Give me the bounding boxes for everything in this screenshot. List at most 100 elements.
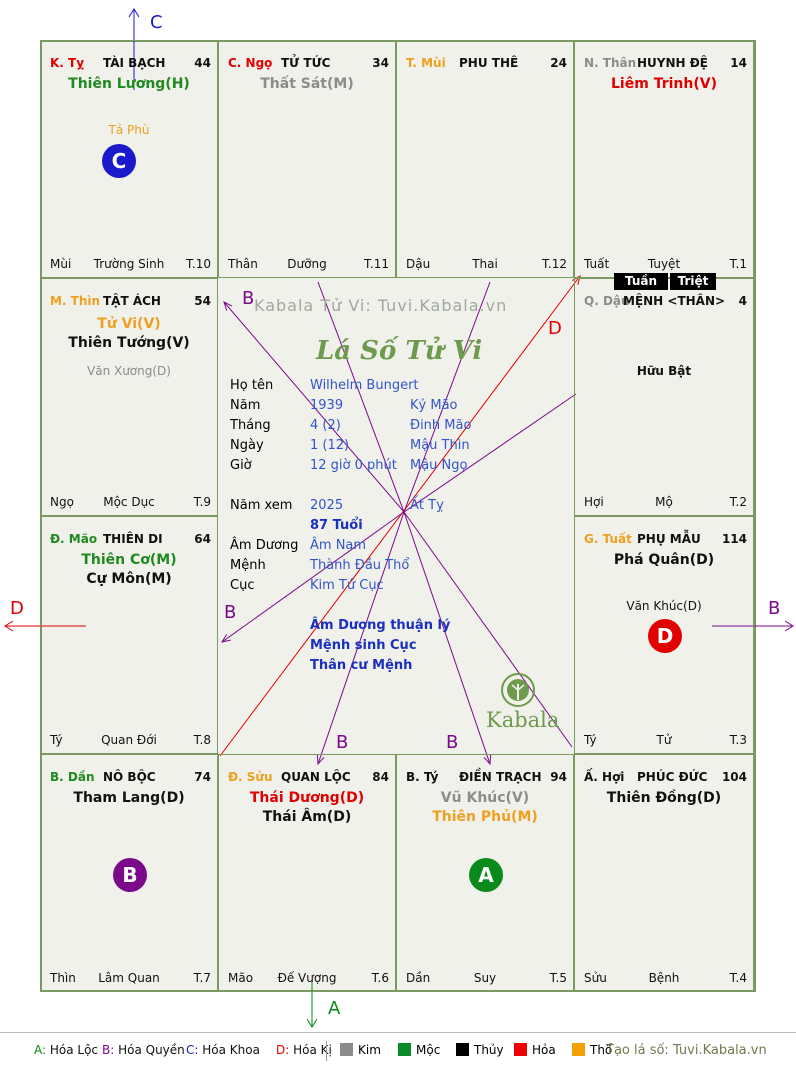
info-label: Ngày (230, 438, 264, 453)
palace-number: 4 (738, 294, 747, 308)
palace-name: ĐIỀN TRẠCH (459, 770, 542, 784)
palace-age: T.9 (193, 495, 211, 509)
legend-divider (326, 1041, 327, 1061)
palace-age: T.7 (193, 971, 211, 985)
legend-swatch (340, 1043, 353, 1056)
legend-swatch (398, 1043, 411, 1056)
palace-stem: N. Thân (584, 56, 637, 70)
info-label: Âm Dương (230, 538, 299, 553)
palace-name: PHU THÊ (459, 56, 519, 70)
arrow-label-b2: B (224, 602, 237, 623)
info-value: Âm Nam (310, 538, 367, 553)
palace-branch: Hợi (584, 495, 604, 509)
info-label: Cục (230, 578, 255, 593)
palace-state: Tử (656, 733, 672, 747)
relation-line (403, 511, 491, 765)
palace-number: 34 (372, 56, 389, 70)
info-label: Năm (230, 398, 261, 413)
palace-stem: G. Tuất (584, 532, 632, 546)
palace-number: 14 (730, 56, 747, 70)
palace-age: T.5 (549, 971, 567, 985)
minor-star: Văn Xương(D) (87, 364, 171, 378)
relation-arrowhead (223, 301, 233, 311)
legend-hoa-item: D: Hóa Kị (276, 1043, 332, 1057)
palace-number: 64 (194, 532, 211, 546)
legend-element-item: Thủy (456, 1043, 504, 1057)
info-value: 4 (2) (310, 418, 341, 433)
info-value: 12 giờ 0 phút (310, 458, 397, 473)
palace-branch: Dần (406, 971, 431, 985)
palace-branch: Tuất (584, 257, 610, 271)
palace-branch: Sửu (584, 971, 607, 985)
relation-arrowhead (220, 634, 231, 643)
info-value: 1939 (310, 398, 344, 413)
palace-stem: C. Ngọ (228, 56, 273, 70)
info-extra: Mậu Thìn (410, 438, 470, 453)
arrow-label-b4: B (446, 732, 459, 753)
palace-age: T.2 (729, 495, 747, 509)
palace-age: T.8 (193, 733, 211, 747)
palace-state: Suy (473, 971, 497, 985)
major-star: Thiên Tướng(V) (68, 335, 190, 351)
palace-name: TỬ TỨC (281, 56, 331, 70)
legend-element-text: Hỏa (532, 1043, 556, 1057)
arrow-label-top: C (150, 12, 163, 33)
legend-hoa-text: Hóa Lộc (49, 1043, 99, 1057)
major-star: Liêm Trinh(V) (611, 76, 717, 92)
palace-stem: Q. Dậu (584, 294, 630, 308)
info-value: 2025 (310, 498, 344, 513)
palace-branch: Ngọ (50, 495, 74, 509)
palace-age: T.3 (729, 733, 747, 747)
info-label: Mệnh (230, 558, 266, 573)
legend-swatch (572, 1043, 585, 1056)
center-note: Mệnh sinh Cục (310, 638, 417, 653)
tuan-tag: Tuần (614, 273, 668, 290)
palace-state: Trường Sinh (93, 257, 165, 271)
legend-hoa-text: Hóa Kị (293, 1043, 332, 1057)
major-star: Thiên Lương(H) (68, 76, 190, 92)
info-label: Họ tên (230, 378, 274, 393)
kabala-logo: Kabala (486, 672, 560, 736)
palace-stem: Ấ. Hợi (584, 770, 625, 784)
arrow-label-b3: B (336, 732, 349, 753)
minor-star: Văn Khúc(D) (626, 599, 702, 613)
info-extra: Kỷ Mão (410, 398, 458, 413)
palace-state: Quan Đới (101, 733, 157, 747)
hoa-badge-c: C (102, 144, 136, 178)
palace-branch: Mùi (50, 257, 72, 271)
hoa-badge-b: B (113, 858, 147, 892)
footer-credit: Tạo lá số: Tuvi.Kabala.vn (606, 1043, 767, 1058)
legend-hoa-text: Hóa Khoa (202, 1043, 260, 1057)
major-star: Phá Quân(D) (613, 552, 715, 568)
palace-name: NÔ BỘC (103, 770, 156, 784)
center-note: Thân cư Mệnh (310, 658, 413, 673)
palace-branch: Thân (228, 257, 258, 271)
palace-branch: Tý (50, 733, 63, 747)
legend-hoa-item: B: Hóa Quyền (102, 1043, 185, 1057)
hoa-badge-d: D (648, 619, 682, 653)
palace-state: Bệnh (648, 971, 680, 985)
palace-stem: K. Tỵ (50, 56, 85, 70)
legend-hoa-item: C: Hóa Khoa (186, 1043, 260, 1057)
palace-name: QUAN LỘC (281, 770, 351, 784)
palace-number: 44 (194, 56, 211, 70)
tree-icon (501, 673, 535, 707)
info-value: 87 Tuổi (310, 518, 363, 533)
kabala-logo-text: Kabala (486, 708, 560, 732)
center-note: Âm Dương thuận lý (310, 618, 451, 633)
arrow-label-bottom: A (328, 998, 341, 1019)
center-title: Lá Số Tử Vi (316, 336, 483, 366)
info-value: Thành Đầu Thổ (310, 558, 410, 573)
palace-number: 104 (721, 770, 747, 784)
palace-name: MỆNH <THÂN> (623, 294, 726, 308)
legend-swatch (456, 1043, 469, 1056)
